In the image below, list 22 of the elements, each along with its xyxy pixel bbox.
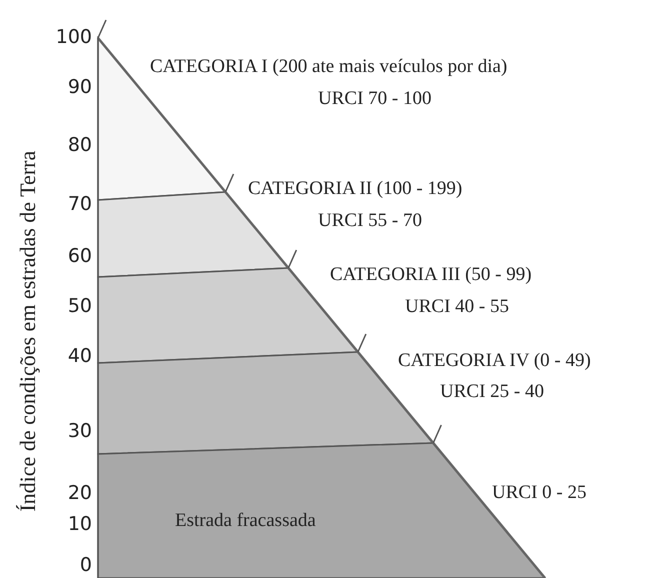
axis-tick-label: 40 — [66, 345, 92, 368]
axis-tick-label: 0 — [78, 554, 92, 577]
score-range-label: URCI 0 - 25 — [492, 482, 586, 505]
score-range-label: URCI 70 - 100 — [318, 88, 432, 111]
axis-tick-label: 50 — [66, 295, 92, 318]
axis-tick-label: 20 — [66, 482, 92, 505]
category-label: CATEGORIA IV (0 - 49) — [398, 350, 591, 373]
axis-tick-label: 30 — [66, 420, 92, 443]
axis-tick-label: 80 — [66, 134, 92, 157]
axis-tick-label: 10 — [66, 513, 92, 536]
category-label: CATEGORIA I (200 ate mais veículos por dia) — [150, 56, 508, 79]
axis-title: Índice de condições em estradas de Terra — [14, 150, 41, 514]
axis-tick-label: 60 — [66, 245, 92, 268]
category-label: CATEGORIA III (50 - 99) — [330, 264, 532, 287]
axis-tick-label: 90 — [66, 76, 92, 99]
score-range-label: URCI 40 - 55 — [405, 296, 509, 319]
zone-label: Estrada fracassada — [175, 510, 316, 533]
category-label: CATEGORIA II (100 - 199) — [248, 178, 462, 201]
score-range-label: URCI 55 - 70 — [318, 210, 422, 233]
axis-tick-label: 100 — [54, 26, 92, 49]
score-range-label: URCI 25 - 40 — [440, 381, 544, 404]
axis-tick-label: 70 — [66, 193, 92, 216]
